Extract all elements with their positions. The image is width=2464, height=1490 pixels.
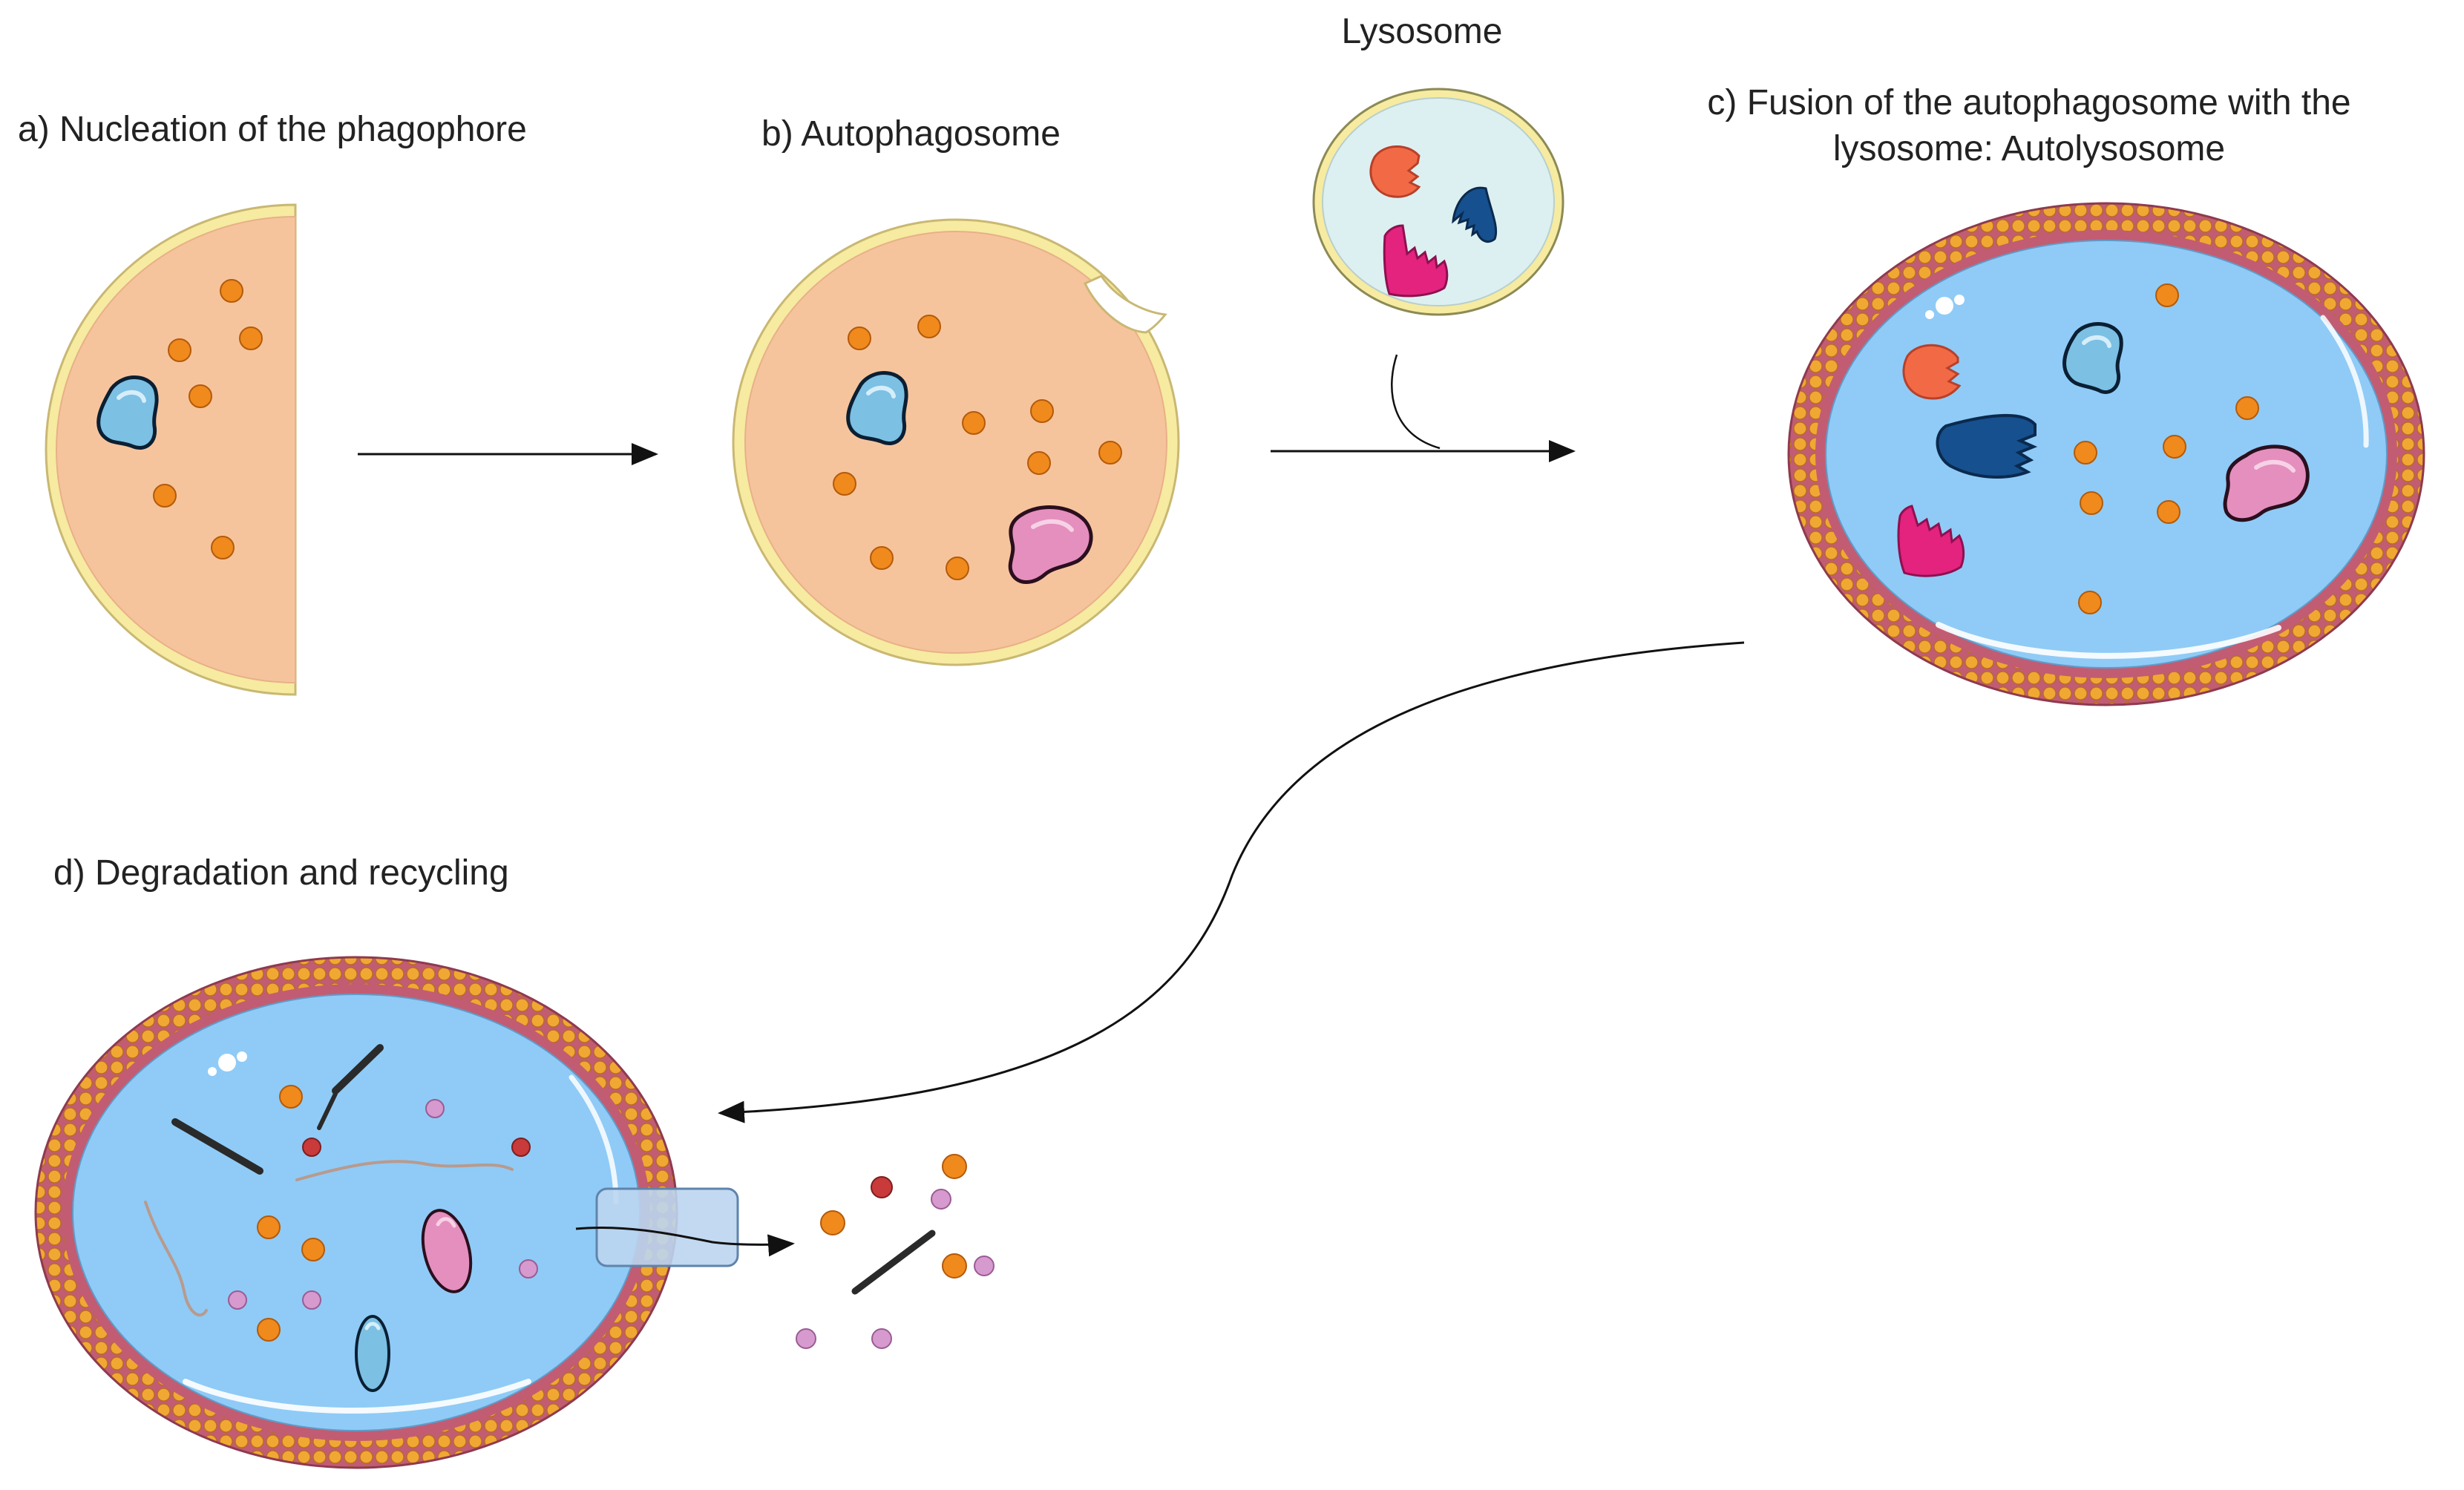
organelle-cargo-icon (421, 1209, 473, 1293)
nutrient-particle-icon (962, 411, 986, 435)
label-lysosome: Lysosome (1342, 12, 1503, 51)
lumen-highlight (569, 1074, 619, 1205)
nutrient-particle-icon (1030, 399, 1054, 423)
nutrient-particle-icon (870, 546, 894, 570)
nutrient-particle-icon (239, 326, 263, 350)
hydrolase-enzyme-icon (1369, 145, 1421, 198)
nutrient-particle-icon (974, 1256, 995, 1276)
lysosome-fusion-connector (1391, 354, 1441, 450)
nutrient-particle-icon (931, 1189, 951, 1210)
nutrient-particles (2074, 283, 2259, 614)
nutrient-particle-icon (1098, 441, 1122, 465)
organelle-cargo-icon (1008, 505, 1093, 584)
autophagosome (732, 218, 1180, 666)
nutrient-particle-icon (2078, 591, 2102, 614)
nutrient-particle-icon (220, 279, 243, 303)
organelle-cargo-icon (96, 375, 159, 450)
protein-fragment (851, 1230, 936, 1295)
lysosome-lumen (1322, 97, 1555, 306)
hydrolase-enzyme-icon (1452, 186, 1498, 243)
nutrient-particle-icon (871, 1176, 893, 1198)
nutrient-particle-icon (2235, 396, 2259, 420)
nutrient-particle-icon (946, 557, 969, 580)
nutrient-particle-icon (848, 326, 871, 350)
autolysosome (1787, 202, 2425, 706)
membrane-notch (1083, 275, 1167, 334)
nutrient-particles (228, 1085, 538, 1342)
nutrient-particle-icon (2155, 283, 2179, 307)
lumen-highlight (183, 1379, 531, 1414)
nutrient-particle-icon (257, 1318, 281, 1342)
label-nucleation: a) Nucleation of the phagophore (18, 110, 527, 149)
autolysosome-lumen (1825, 240, 2388, 669)
nutrient-particle-icon (917, 315, 941, 338)
phagophore (45, 203, 297, 696)
nutrient-particle-icon (942, 1253, 967, 1279)
nutrient-particle-icon (153, 484, 177, 508)
hydrolase-enzyme-icon (1897, 505, 1965, 577)
nutrient-particle-icon (168, 338, 191, 362)
degradation-vesicle (34, 956, 795, 1469)
nutrient-particle-icon (871, 1328, 892, 1349)
organelle-cargo-icon (2062, 322, 2123, 394)
nutrient-particle-icon (211, 536, 235, 559)
arrow-c-to-d (718, 641, 1745, 1123)
released-products (796, 1154, 995, 1349)
bubbles (208, 1051, 247, 1076)
nutrient-particle-icon (189, 384, 212, 408)
nutrient-particles (153, 279, 263, 559)
phagophore-cytoplasm (56, 215, 296, 684)
nutrient-particle-icon (228, 1290, 247, 1310)
label-fusion-line2: lysosome: Autolysosome (1833, 129, 2225, 168)
label-autophagosome: b) Autophagosome (761, 114, 1061, 154)
label-degradation: d) Degradation and recycling (53, 853, 509, 893)
protein-fragments (171, 1044, 384, 1175)
nutrient-particle-icon (796, 1328, 816, 1349)
bubbles (1925, 295, 1965, 319)
hydrolase-enzyme-icon (1936, 413, 2038, 479)
nutrient-particle-icon (302, 1290, 321, 1310)
nutrient-particle-icon (2074, 441, 2097, 465)
nutrient-particle-icon (425, 1099, 445, 1118)
lumen-highlight (1936, 622, 2281, 659)
lumen-highlight (2320, 315, 2369, 448)
nutrient-particle-icon (511, 1138, 531, 1157)
nutrient-particle-icon (519, 1259, 538, 1279)
nutrient-particle-icon (2080, 491, 2103, 515)
nutrient-particles (833, 315, 1122, 580)
nutrient-particle-icon (302, 1138, 321, 1157)
nutrient-particle-icon (1027, 451, 1051, 475)
nutrient-particle-icon (833, 472, 856, 496)
nutrient-particle-icon (2157, 500, 2180, 524)
nutrient-particle-icon (257, 1215, 281, 1239)
organelle-cargo-icon (846, 371, 908, 445)
arrow-export (575, 1226, 795, 1257)
hydrolase-enzyme-icon (1383, 224, 1449, 298)
lysosome (1312, 88, 1564, 316)
organelle-cargo-icon (2223, 444, 2310, 522)
organelle-cargo-icon (355, 1315, 390, 1392)
nutrient-particle-icon (820, 1210, 845, 1235)
peptide-strands (144, 1160, 514, 1317)
label-fusion-line1: c) Fusion of the autophagosome with the (1707, 83, 2350, 122)
nutrient-particle-icon (301, 1238, 325, 1261)
nutrient-particle-icon (279, 1085, 303, 1109)
hydrolase-enzyme-icon (1902, 344, 1962, 400)
nutrient-particle-icon (942, 1154, 967, 1179)
nutrient-particle-icon (2163, 435, 2186, 459)
